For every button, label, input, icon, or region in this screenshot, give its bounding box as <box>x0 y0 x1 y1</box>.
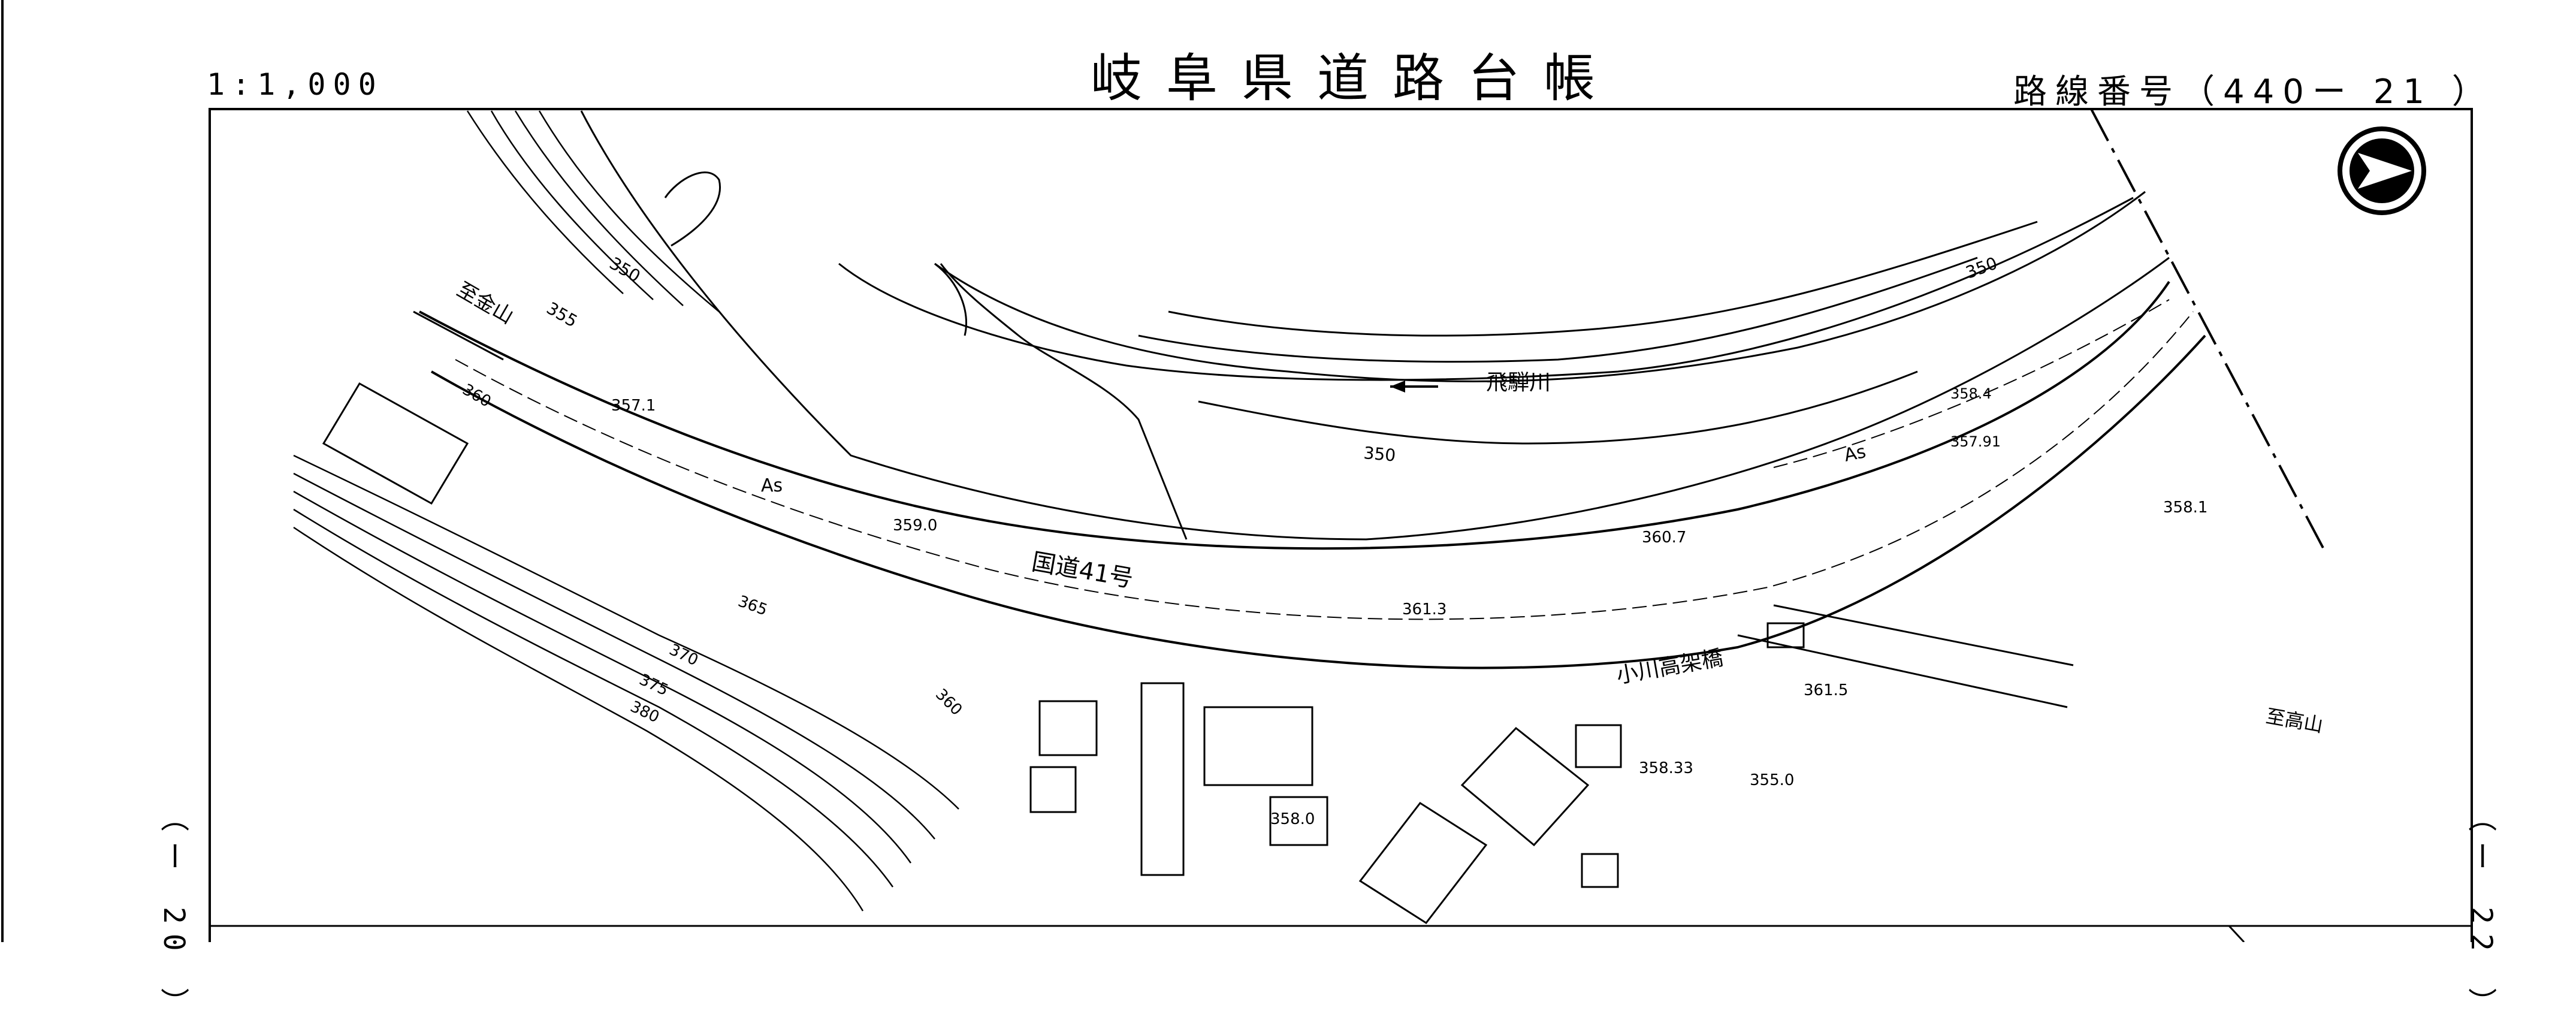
map-frame <box>209 108 2473 942</box>
map-canvas: 至金山 至高山 飛騨川 国道41号 小川高架橋 As As 357.1 359.… <box>1 0 2473 942</box>
north-arrow-icon <box>2338 126 2426 215</box>
buildings <box>1029 682 1622 925</box>
label-national-route-41: 国道41号 <box>1029 548 1135 593</box>
contour-label-375: 375 <box>636 671 671 699</box>
spot-elev-360-7: 360.7 <box>1642 529 1686 547</box>
contour-label-380: 380 <box>627 698 662 726</box>
label-river: 飛騨川 <box>1486 370 1551 395</box>
left-structures <box>322 310 504 505</box>
route-number: 路線番号（440ー 21 ） <box>2013 73 2494 111</box>
viaduct <box>1737 604 2074 708</box>
river-terrain <box>580 110 2170 541</box>
label-bridge: 小川高架橋 <box>1614 645 1725 689</box>
contour-label-350-river: 350 <box>1363 443 1396 466</box>
contour-label-360: 360 <box>460 381 494 411</box>
contour-label-365: 365 <box>736 592 770 619</box>
match-line <box>2090 108 2326 552</box>
contour-label-350-east: 350 <box>1963 253 2000 282</box>
spot-elev-359-0: 359.0 <box>893 517 937 535</box>
label-asphalt-west: As <box>761 475 783 496</box>
contour-label-350-west: 350 <box>606 253 644 286</box>
national-route-41 <box>419 280 2206 669</box>
map-scale: 1:1,000 <box>207 67 383 102</box>
match-line-stub <box>2228 925 2245 942</box>
label-asphalt-east: As <box>1842 441 1868 466</box>
contour-label-360-south: 360 <box>932 686 965 719</box>
spot-elev-358-1: 358.1 <box>2163 499 2207 517</box>
sheet-title: 岐阜県道路台帳 <box>1091 49 1619 108</box>
label-to-kanayama: 至金山 <box>453 277 518 329</box>
spot-elev-358-0: 358.0 <box>1270 810 1315 828</box>
spot-elev-361-5: 361.5 <box>1804 681 1848 699</box>
spot-elev-358-4: 358.4 <box>1950 385 1992 402</box>
road-centerlines <box>455 299 2194 620</box>
river-flow-arrow-icon <box>1390 381 1438 393</box>
contour-label-355: 355 <box>543 298 581 331</box>
label-to-takayama: 至高山 <box>2264 704 2325 737</box>
road-ledger-sheet: 1:1,000 岐阜県道路台帳 路線番号（440ー 21 ） （ー 20 ） （… <box>1 0 2498 1026</box>
spot-elev-357-91: 357.91 <box>1950 433 2001 450</box>
spot-elev-355-0: 355.0 <box>1750 771 1794 789</box>
hillside-contours <box>293 110 959 912</box>
spot-elev-357-1: 357.1 <box>611 397 656 415</box>
spot-elev-358-33: 358.33 <box>1639 759 1693 777</box>
spot-elev-361-3: 361.3 <box>1402 600 1446 618</box>
